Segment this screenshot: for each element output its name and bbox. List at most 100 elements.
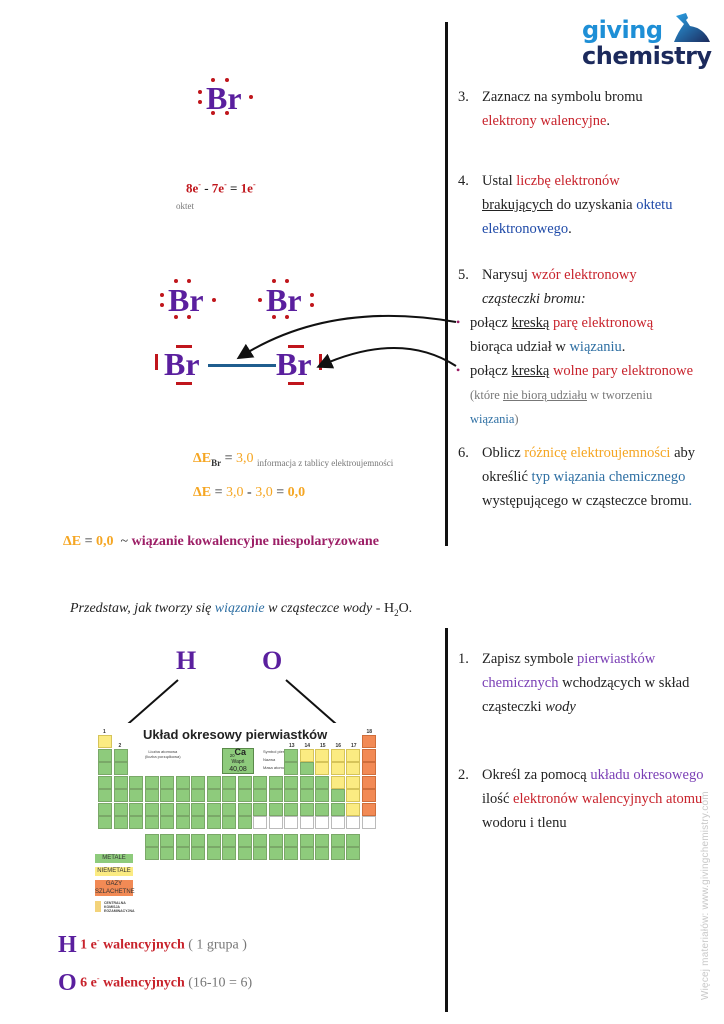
element-cell: [222, 833, 236, 847]
element-cell: [129, 789, 143, 802]
lewis-bromine-left: Br: [158, 279, 222, 328]
element-cell: [113, 789, 128, 802]
step-number: 4.: [458, 173, 469, 189]
electron-dot: [198, 90, 202, 94]
legend-label: Nazwa: [263, 757, 276, 762]
element-cell: [222, 816, 236, 829]
bullet-1: • połącz kreską parę elektronową biorąca…: [456, 311, 698, 359]
delta-e-sub: Br: [211, 457, 222, 468]
step-text: Określ za pomocą: [482, 767, 591, 783]
element-cell: [299, 748, 314, 762]
lone-pair-bar: [155, 354, 158, 370]
element-cell: [330, 802, 345, 816]
bullet-dot: •: [456, 363, 461, 377]
atom-h: H: [176, 646, 197, 675]
electron-dot: [225, 111, 229, 115]
intro-text: w cząsteczce wody: [264, 601, 373, 616]
element-cell: [299, 762, 314, 775]
bond-type-conclusion: wiązanie kowalencyjne niespolaryzowane: [131, 534, 379, 549]
element-cell: [299, 802, 314, 816]
step-text: Ustal: [482, 173, 517, 189]
element-cell: [191, 833, 205, 847]
element-cell: [98, 802, 112, 816]
electron-dot: [272, 279, 276, 283]
element-cell: [160, 833, 174, 847]
electron-dot: [285, 279, 289, 283]
element-cell: [98, 762, 112, 775]
step-italic: cząsteczki bromu:: [482, 291, 586, 307]
water-step-1: 1. Zapisz symbole pierwiastków chemiczny…: [458, 647, 714, 719]
element-cell: [346, 833, 360, 847]
logo: giving chemistry: [580, 12, 716, 72]
result-label: walencyjnych: [99, 975, 185, 991]
bullet-note: (które: [470, 388, 503, 402]
element-cell: [191, 816, 205, 829]
arrow-to-lone-pair: [316, 347, 457, 369]
step-text: ilość: [482, 791, 514, 807]
element-cell: [315, 802, 329, 816]
lone-pair-bar: [288, 382, 304, 385]
formula-text: O.: [398, 601, 413, 616]
bullet-text: połącz: [470, 363, 512, 379]
bullet-dot: •: [456, 315, 461, 329]
element-cell: [237, 833, 252, 847]
electron-dot: [211, 111, 215, 115]
step-underline: brakujących: [482, 197, 553, 213]
en-line2: ΔE = 3,0 - 3,0 = 0,0: [193, 485, 305, 501]
bullet-note: w tworzeniu: [586, 388, 653, 402]
element-cell: [175, 775, 190, 789]
element-cell: [330, 816, 345, 829]
logo-chemistry: chemistry: [582, 42, 712, 70]
delta-e: ΔE: [193, 485, 212, 500]
element-cell: [144, 833, 159, 847]
step-text: Oblicz: [482, 445, 525, 461]
element-cell: [160, 789, 174, 802]
step-number: 5.: [458, 267, 469, 283]
electron-dot: [211, 78, 215, 82]
element-cell: [330, 748, 345, 762]
group-number: 15: [320, 742, 326, 749]
element-cell: [284, 775, 298, 789]
step-highlight: elektrony walencyjne: [482, 113, 607, 129]
eq-op: =: [81, 534, 97, 549]
result-oxygen: O 6 e- walencyjnych (16-10 = 6): [58, 970, 252, 997]
step-text: występującego w cząsteczce bromu: [482, 493, 689, 509]
element-cell: [160, 847, 174, 860]
electron-dot: [249, 95, 253, 99]
bullet-underline: nie biorą udziału: [502, 388, 587, 402]
periodic-table: Układ okresowy pierwiastków 20Ca Wapń 40…: [95, 723, 395, 918]
result-note: (16-10 = 6): [184, 975, 253, 991]
flask-icon: [674, 13, 710, 42]
intro-text: Przedstaw, jak tworzy się: [70, 601, 215, 616]
element-cell: [299, 816, 314, 829]
group-number: 1: [103, 729, 106, 735]
bromine-symbol: Br: [206, 80, 242, 116]
element-cell: [98, 789, 112, 802]
legend-metals: METALE: [95, 854, 133, 863]
step-6: 6. Oblicz różnicę elektroujemności aby o…: [458, 441, 714, 513]
element-cell: [144, 775, 159, 789]
result-sup: -: [96, 974, 100, 984]
element-cell: [268, 789, 283, 802]
element-cell: [144, 847, 159, 860]
element-cell: [98, 816, 112, 829]
lewis-bromine-right: Br: [256, 279, 320, 328]
step-highlight: liczbę elektronów: [516, 173, 620, 189]
element-cell: [237, 775, 252, 789]
element-cell: [98, 748, 112, 762]
result-atom: H: [58, 932, 77, 958]
eq-term: 1e: [240, 180, 253, 196]
element-cell: [237, 847, 252, 860]
bullet-text: połącz: [470, 315, 512, 331]
step-text: Narysuj: [482, 267, 532, 283]
cke-logo: CENTRALNA KOMISJA EGZAMINACYJNA: [95, 901, 135, 913]
example-legend-left: Liczba atomowa (liczba porządkowa): [145, 749, 181, 759]
group-number: 16: [335, 742, 342, 749]
step-number: 1.: [458, 651, 469, 667]
element-cell: [222, 789, 236, 802]
element-cell: [237, 802, 252, 816]
step-highlight: różnicę elektroujemności: [524, 445, 671, 461]
bullet-text: .: [621, 339, 626, 355]
element-cell: [175, 802, 190, 816]
